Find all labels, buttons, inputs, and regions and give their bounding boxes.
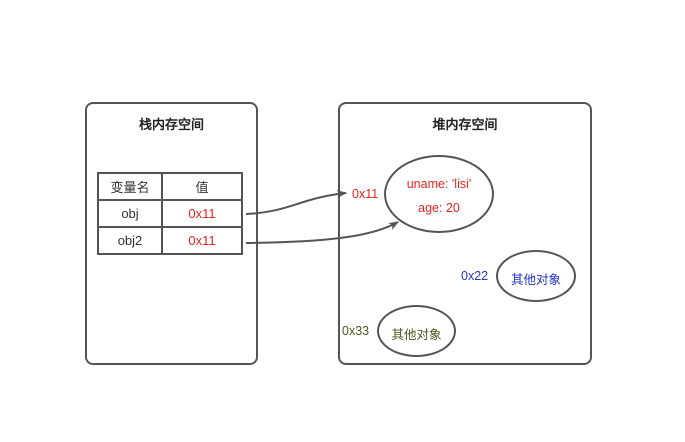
other-object-2-label: 其他对象 <box>391 328 442 342</box>
table-row: obj2 0x11 <box>97 226 243 255</box>
arrow-obj-to-object <box>245 189 347 215</box>
stack-panel-title: 栈内存空间 <box>138 117 204 132</box>
address-label-main: 0x11 <box>352 187 379 201</box>
table-row: obj 0x11 <box>97 199 243 228</box>
other-object-1-label: 其他对象 <box>510 273 561 287</box>
header-value: 值 <box>161 172 243 201</box>
heap-object-other-2: 其他对象 <box>377 305 456 357</box>
object-field-age: age: 20 <box>418 201 460 215</box>
address-label-other-1: 0x22 <box>461 269 489 283</box>
row-obj-value: 0x11 <box>161 199 243 228</box>
row-obj2-name: obj2 <box>97 226 163 255</box>
address-label-other-2: 0x33 <box>342 324 370 338</box>
heap-object-main: uname: 'lisi' age: 20 <box>384 155 494 233</box>
row-obj2-value: 0x11 <box>161 226 243 255</box>
table-header-row: 变量名 值 <box>97 172 243 201</box>
object-field-uname: uname: 'lisi' <box>406 177 472 191</box>
header-variable-name: 变量名 <box>97 172 163 201</box>
heap-memory-panel: 堆内存空间 <box>338 102 592 365</box>
variable-table: 变量名 值 obj 0x11 obj2 0x11 <box>97 172 243 255</box>
heap-object-other-1: 其他对象 <box>496 250 576 302</box>
heap-panel-title: 堆内存空间 <box>432 117 498 132</box>
row-obj-name: obj <box>97 199 163 228</box>
